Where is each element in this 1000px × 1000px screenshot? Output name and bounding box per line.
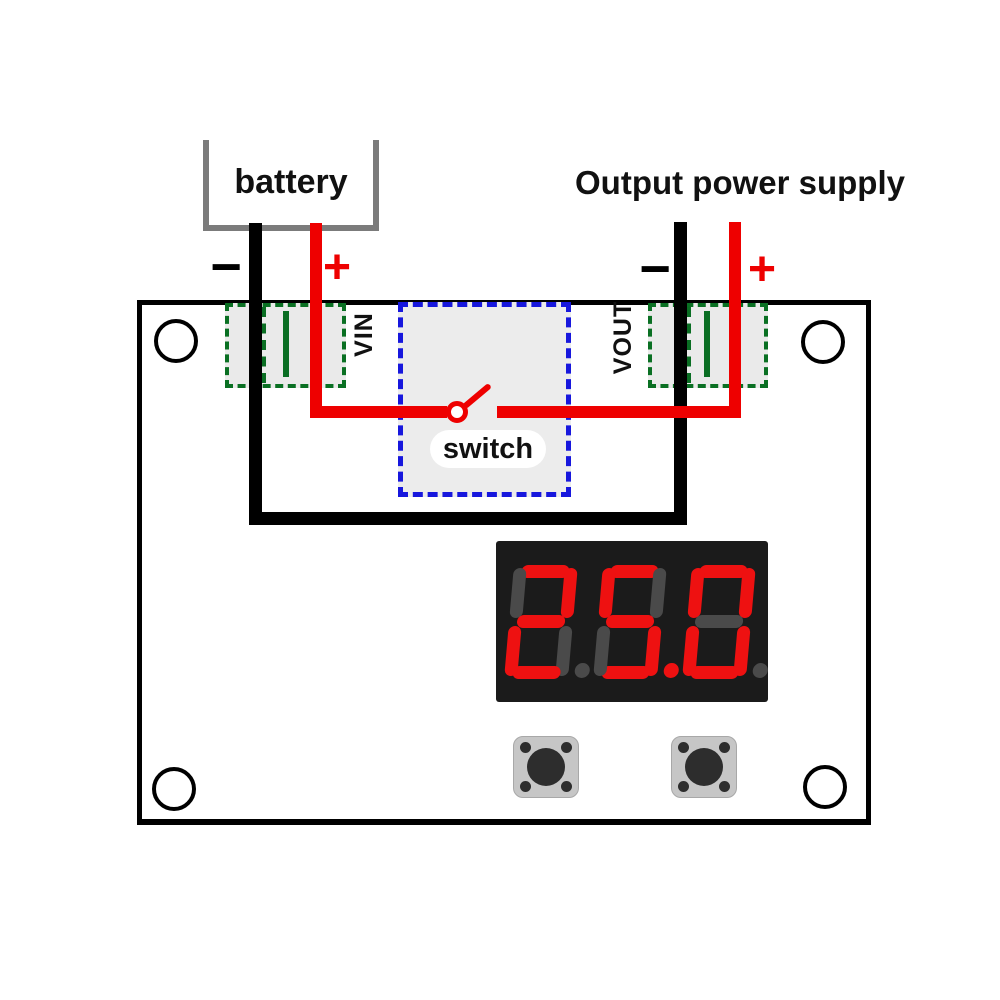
- display-digit-2: [593, 565, 680, 679]
- push-button-left: [513, 736, 579, 798]
- button-cap-icon: [685, 748, 723, 786]
- output-power-supply-label: Output power supply: [575, 164, 905, 201]
- push-button-right: [671, 736, 737, 798]
- output-plus-label: +: [747, 243, 777, 296]
- negative-wire-return: [249, 512, 687, 525]
- mounting-hole-top-left: [154, 319, 198, 363]
- positive-wire-from-switch: [497, 406, 741, 418]
- vout-terminal-divider: [686, 307, 691, 383]
- positive-wire-output: [729, 222, 741, 418]
- button-cap-icon: [527, 748, 565, 786]
- decimal-point-2: [663, 663, 680, 678]
- decimal-point-3: [752, 663, 769, 678]
- switch-label: switch: [442, 432, 534, 465]
- negative-wire-output: [674, 222, 687, 524]
- positive-wire-battery: [310, 223, 322, 418]
- decimal-point-1: [574, 663, 591, 678]
- seven-segment-display: [496, 541, 769, 702]
- output-minus-label: −: [639, 239, 671, 299]
- button-pin-icon: [719, 742, 730, 753]
- button-pin-icon: [561, 781, 572, 792]
- vout-terminal-screw-slot: [704, 311, 710, 377]
- positive-wire-to-switch: [310, 406, 447, 418]
- button-pin-icon: [678, 742, 689, 753]
- button-pin-icon: [520, 742, 531, 753]
- mounting-hole-top-right: [801, 320, 845, 364]
- battery-plus-label: +: [322, 241, 352, 294]
- vin-terminal-divider: [261, 307, 266, 383]
- mounting-hole-bottom-right: [803, 765, 847, 809]
- vin-terminal-screw-slot: [283, 311, 289, 377]
- vout-label: VOUT: [609, 300, 638, 374]
- button-pin-icon: [678, 781, 689, 792]
- switch-label-pill: switch: [430, 430, 546, 468]
- battery-minus-label: −: [210, 237, 242, 297]
- display-digit-1: [504, 565, 591, 679]
- negative-wire-battery: [249, 223, 262, 524]
- button-pin-icon: [719, 781, 730, 792]
- button-pin-icon: [561, 742, 572, 753]
- display-digit-3: [682, 565, 769, 679]
- battery-box: battery: [203, 140, 379, 231]
- battery-label: battery: [234, 163, 348, 201]
- mounting-hole-bottom-left: [152, 767, 196, 811]
- vin-label: VIN: [349, 311, 378, 357]
- switch-contact-icon: [446, 401, 468, 423]
- button-pin-icon: [520, 781, 531, 792]
